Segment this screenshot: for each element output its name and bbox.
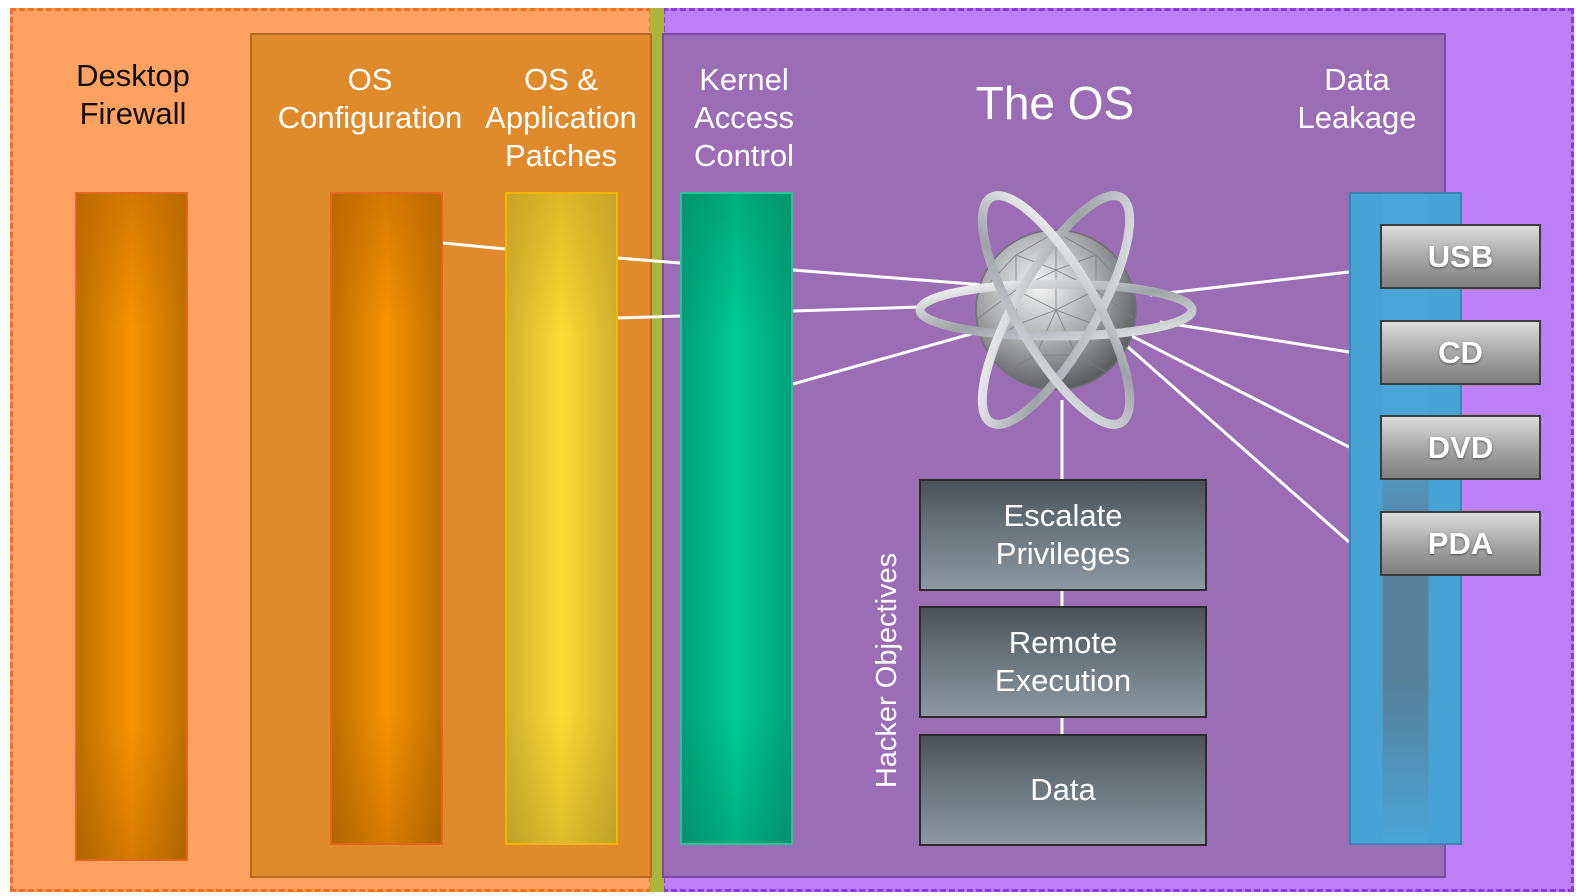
usb-device-box: USB — [1380, 224, 1541, 289]
objective-remote-execution: Remote Execution — [919, 606, 1207, 718]
connector-line — [1159, 320, 1350, 354]
pda-device-box: PDA — [1380, 511, 1541, 576]
diagram-title: The OS — [975, 77, 1135, 129]
connector-line — [442, 241, 506, 251]
connector-line — [1119, 328, 1350, 449]
objective-escalate-privileges: Escalate Privileges — [919, 479, 1207, 591]
connector-line — [1149, 270, 1350, 297]
objective-data: Data — [919, 734, 1207, 846]
connector-line — [792, 268, 986, 287]
connector-line — [617, 314, 681, 320]
connector-line — [1119, 338, 1350, 544]
hacker-objectives-label: Hacker Objectives — [871, 552, 904, 788]
cd-device-box: CD — [1380, 320, 1541, 385]
desktop-firewall-bar — [75, 192, 188, 861]
patches-bar — [505, 192, 618, 845]
os-configuration-label: OS Configuration — [277, 62, 463, 135]
kernel-access-control-bar — [680, 192, 793, 845]
dvd-device-box: DVD — [1380, 415, 1541, 480]
os-configuration-bar — [330, 192, 443, 845]
desktop-firewall-label: Desktop Firewall — [76, 58, 190, 131]
patches-label: OS & Application Patches — [485, 62, 637, 173]
connector-line — [792, 328, 986, 386]
data-leakage-label: Data Leakage — [1297, 62, 1417, 135]
zone-divider — [650, 8, 664, 892]
connector-line — [617, 256, 681, 265]
kernel-access-control-label: Kernel Access Control — [694, 62, 794, 173]
connector-line — [792, 305, 921, 313]
